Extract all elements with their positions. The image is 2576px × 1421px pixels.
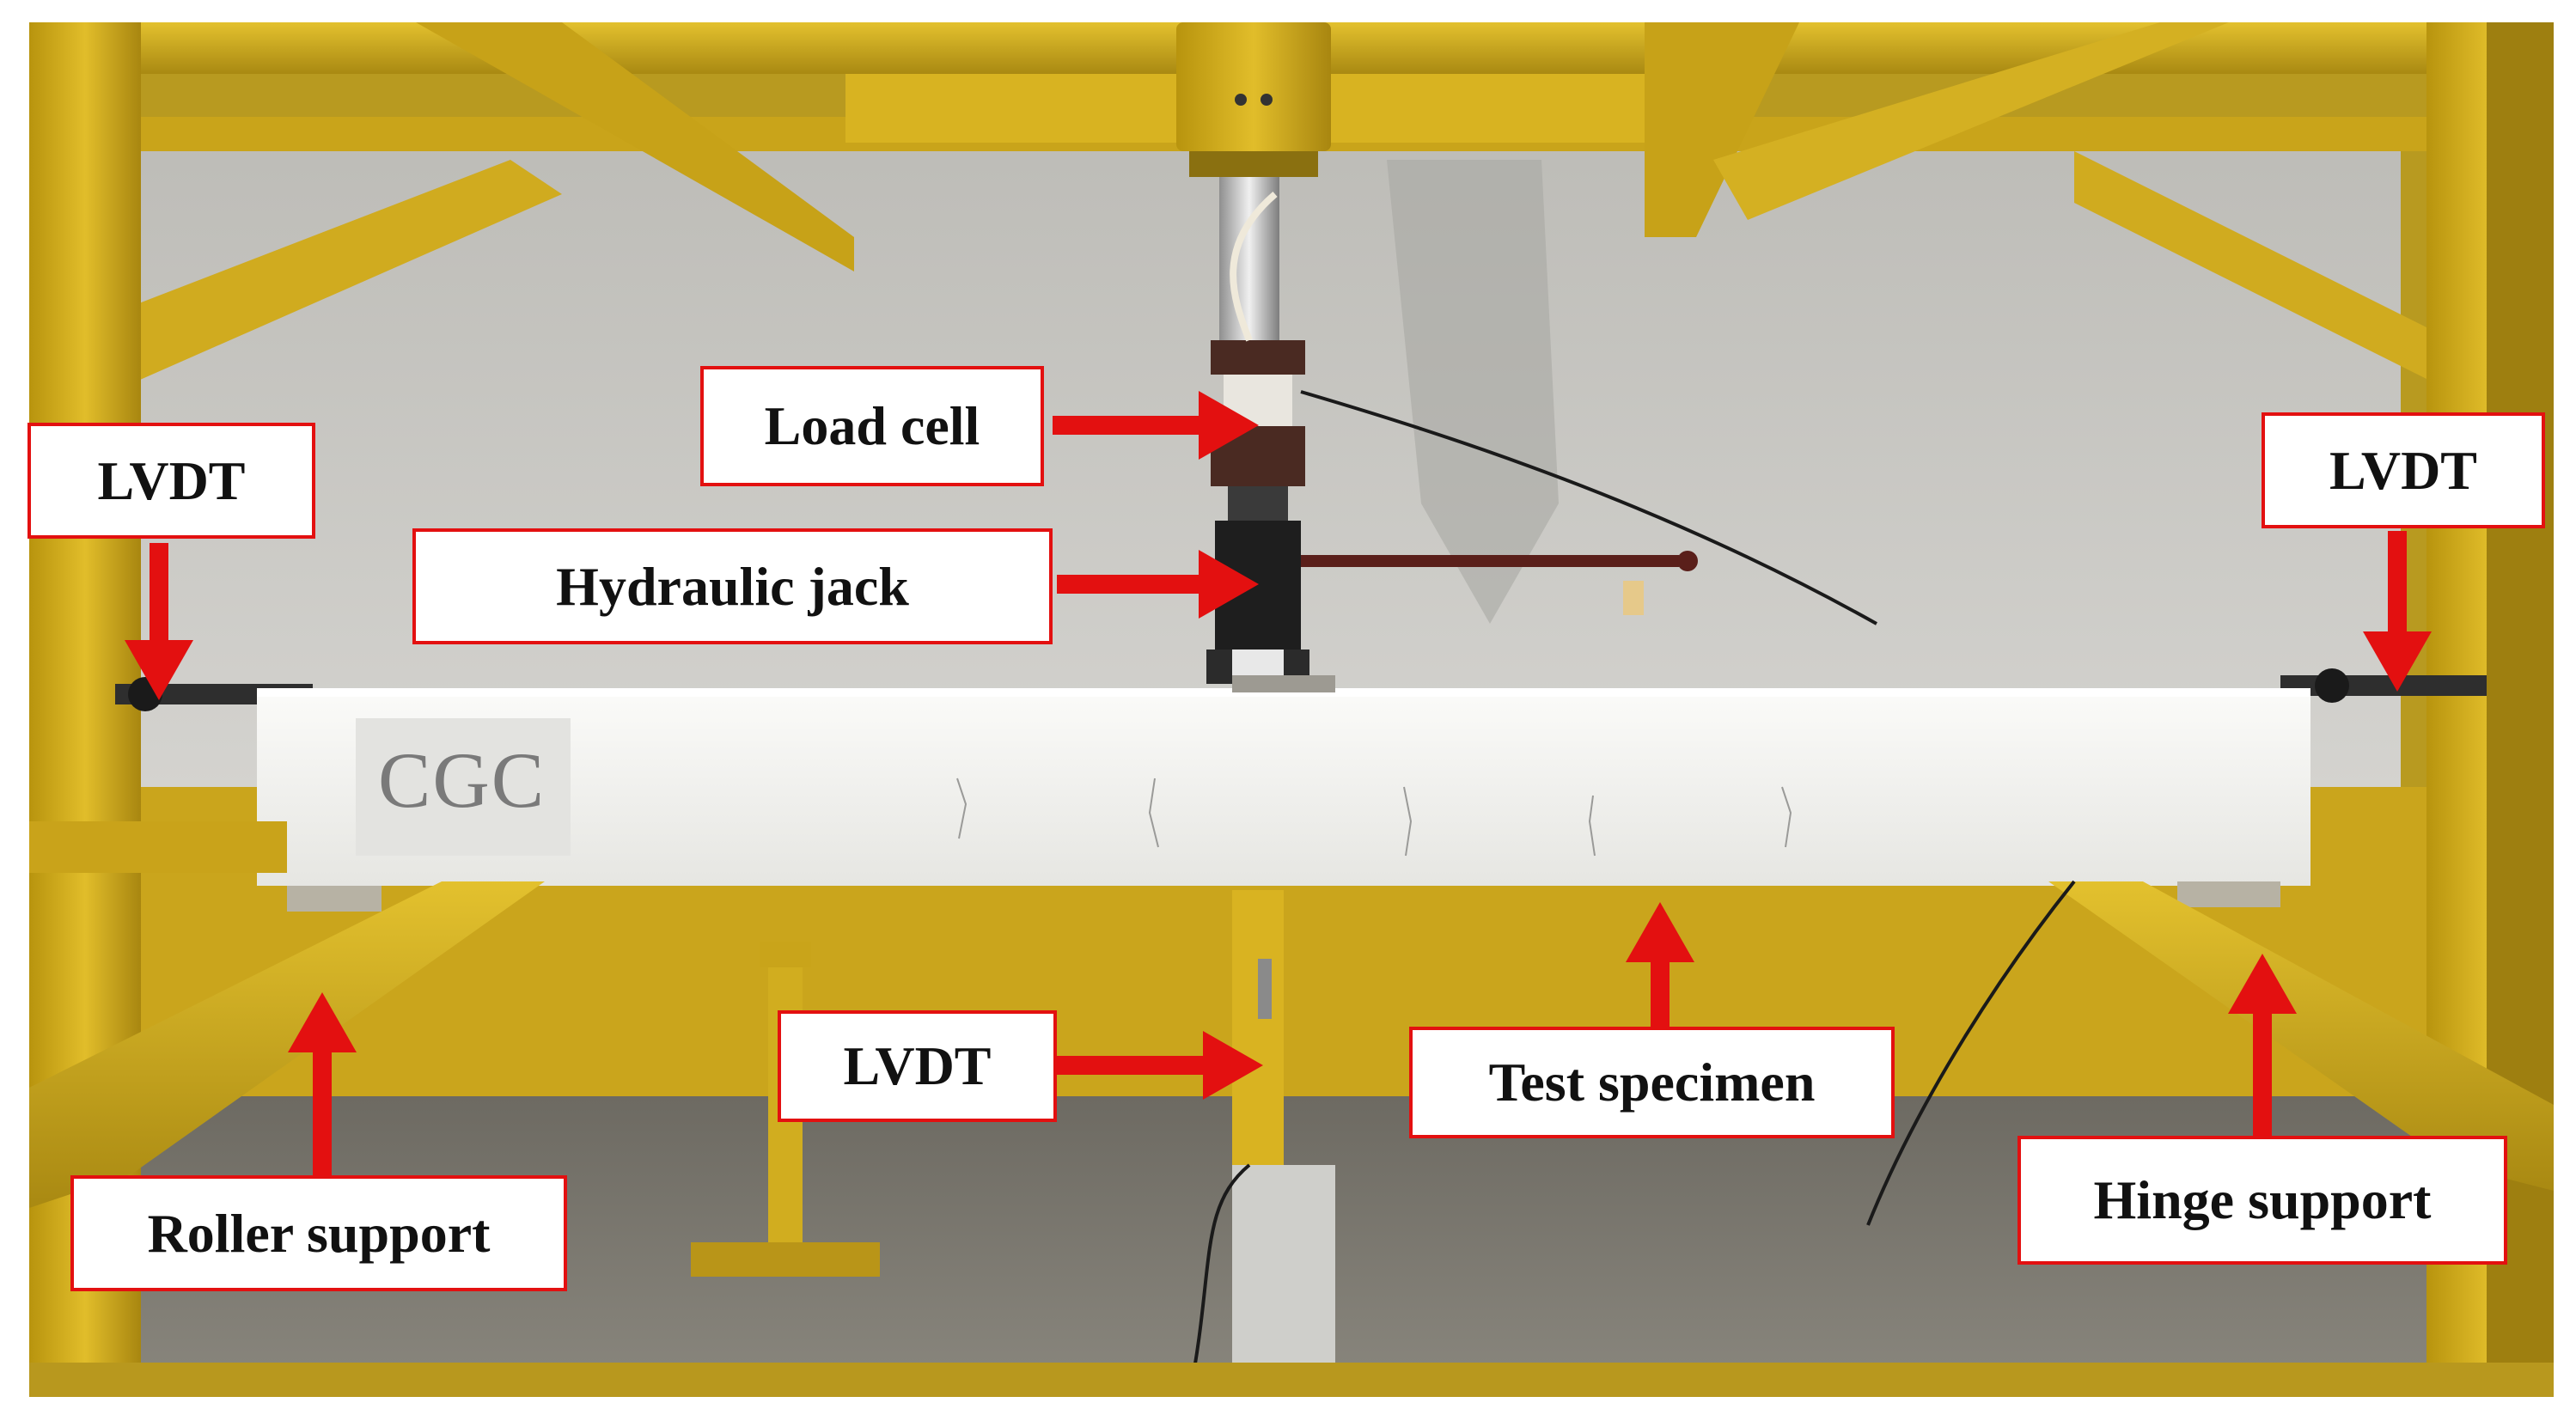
specimen-marking: CGC: [378, 736, 546, 824]
label-lvdt-right: LVDT: [2262, 412, 2545, 528]
label-load-cell: Load cell: [700, 366, 1044, 486]
arrow-hinge-support: [2228, 954, 2297, 1136]
label-hydraulic-jack: Hydraulic jack: [412, 528, 1053, 644]
arrow-lvdt-left: [125, 543, 193, 700]
arrow-roller-support: [288, 992, 357, 1175]
label-hinge-support: Hinge support: [2017, 1136, 2507, 1265]
label-test-specimen: Test specimen: [1409, 1027, 1895, 1138]
label-lvdt-center: LVDT: [778, 1010, 1057, 1122]
arrow-load-cell: [1053, 391, 1259, 460]
arrow-lvdt-right: [2363, 531, 2432, 692]
arrow-lvdt-center: [1057, 1031, 1263, 1100]
arrow-test-specimen: [1626, 902, 1694, 1027]
arrow-hydraulic-jack: [1057, 550, 1259, 619]
label-lvdt-left: LVDT: [27, 423, 315, 539]
label-roller-support: Roller support: [70, 1175, 567, 1291]
